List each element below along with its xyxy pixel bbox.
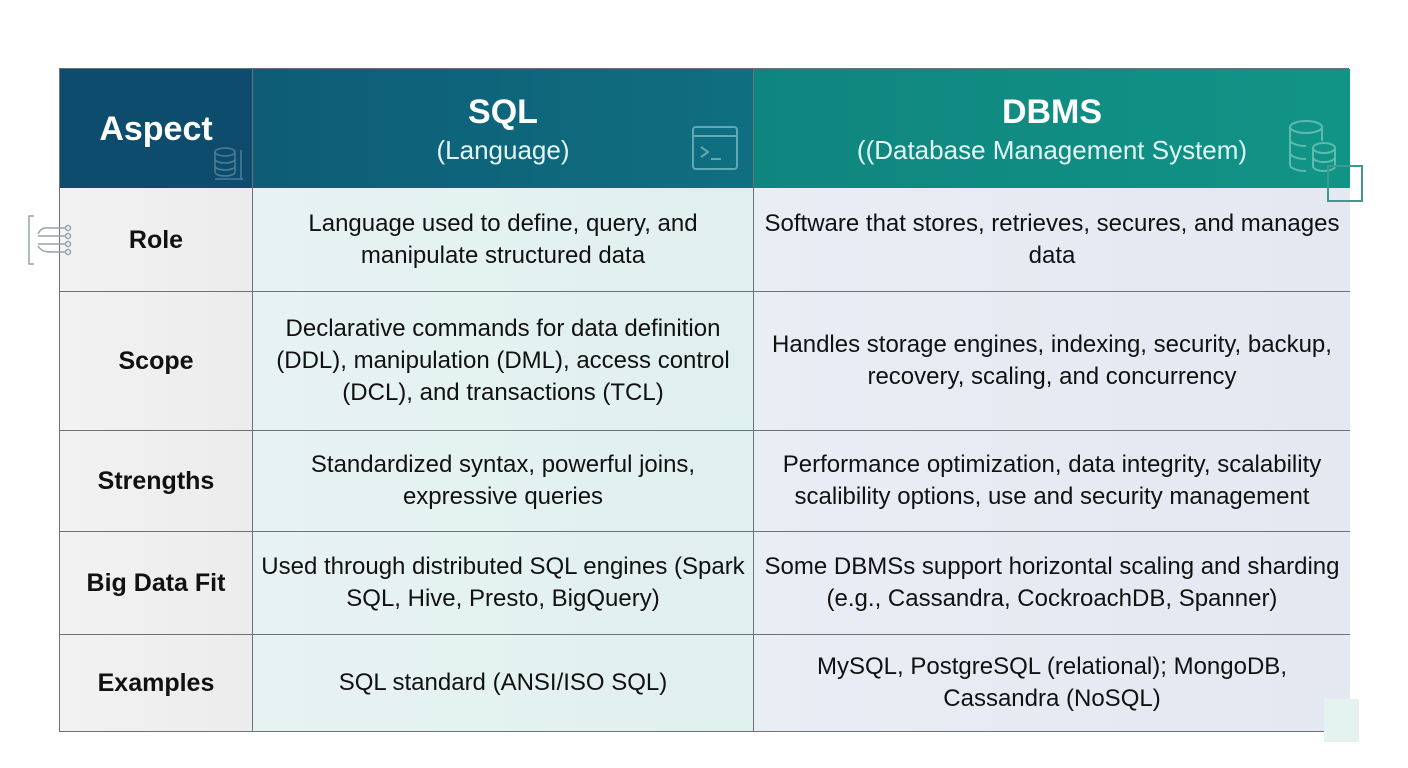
comparison-table: Aspect SQL (Language) DBMS ((Database Ma… bbox=[59, 68, 1350, 732]
header-sql: SQL (Language) bbox=[253, 69, 754, 188]
terminal-icon bbox=[692, 126, 738, 170]
header-sql-title: SQL bbox=[468, 92, 538, 131]
row-examples-sql: SQL standard (ANSI/ISO SQL) bbox=[253, 635, 754, 731]
circuit-icon bbox=[28, 215, 72, 265]
row-strengths-aspect: Strengths bbox=[60, 431, 253, 532]
row-scope-dbms: Handles storage engines, indexing, secur… bbox=[754, 292, 1350, 431]
row-examples-dbms: MySQL, PostgreSQL (relational); MongoDB,… bbox=[754, 635, 1350, 731]
header-dbms: DBMS ((Database Management System) bbox=[754, 69, 1350, 188]
row-role-sql: Language used to define, query, and mani… bbox=[253, 188, 754, 292]
row-strengths-sql: Standardized syntax, powerful joins, exp… bbox=[253, 431, 754, 532]
row-role-aspect: Role bbox=[60, 188, 253, 292]
row-bigdata-dbms: Some DBMSs support horizontal scaling an… bbox=[754, 532, 1350, 635]
header-aspect-label: Aspect bbox=[99, 109, 213, 148]
row-scope-aspect: Scope bbox=[60, 292, 253, 431]
row-strengths-dbms: Performance optimization, data integrity… bbox=[754, 431, 1350, 532]
decorative-bracket bbox=[1327, 165, 1363, 202]
database-icon bbox=[214, 147, 243, 180]
row-bigdata-sql: Used through distributed SQL engines (Sp… bbox=[253, 532, 754, 635]
row-scope-sql: Declarative commands for data definition… bbox=[253, 292, 754, 431]
database-stack-icon bbox=[1289, 120, 1336, 173]
row-bigdata-aspect: Big Data Fit bbox=[60, 532, 253, 635]
header-sql-subtitle: (Language) bbox=[436, 134, 570, 165]
row-role-dbms: Software that stores, retrieves, secures… bbox=[754, 188, 1350, 292]
row-examples-aspect: Examples bbox=[60, 635, 253, 731]
header-aspect: Aspect bbox=[60, 69, 253, 188]
decorative-arrow bbox=[1324, 699, 1359, 742]
header-dbms-title: DBMS bbox=[1001, 92, 1103, 131]
header-dbms-subtitle: ((Database Management System) bbox=[856, 134, 1248, 165]
